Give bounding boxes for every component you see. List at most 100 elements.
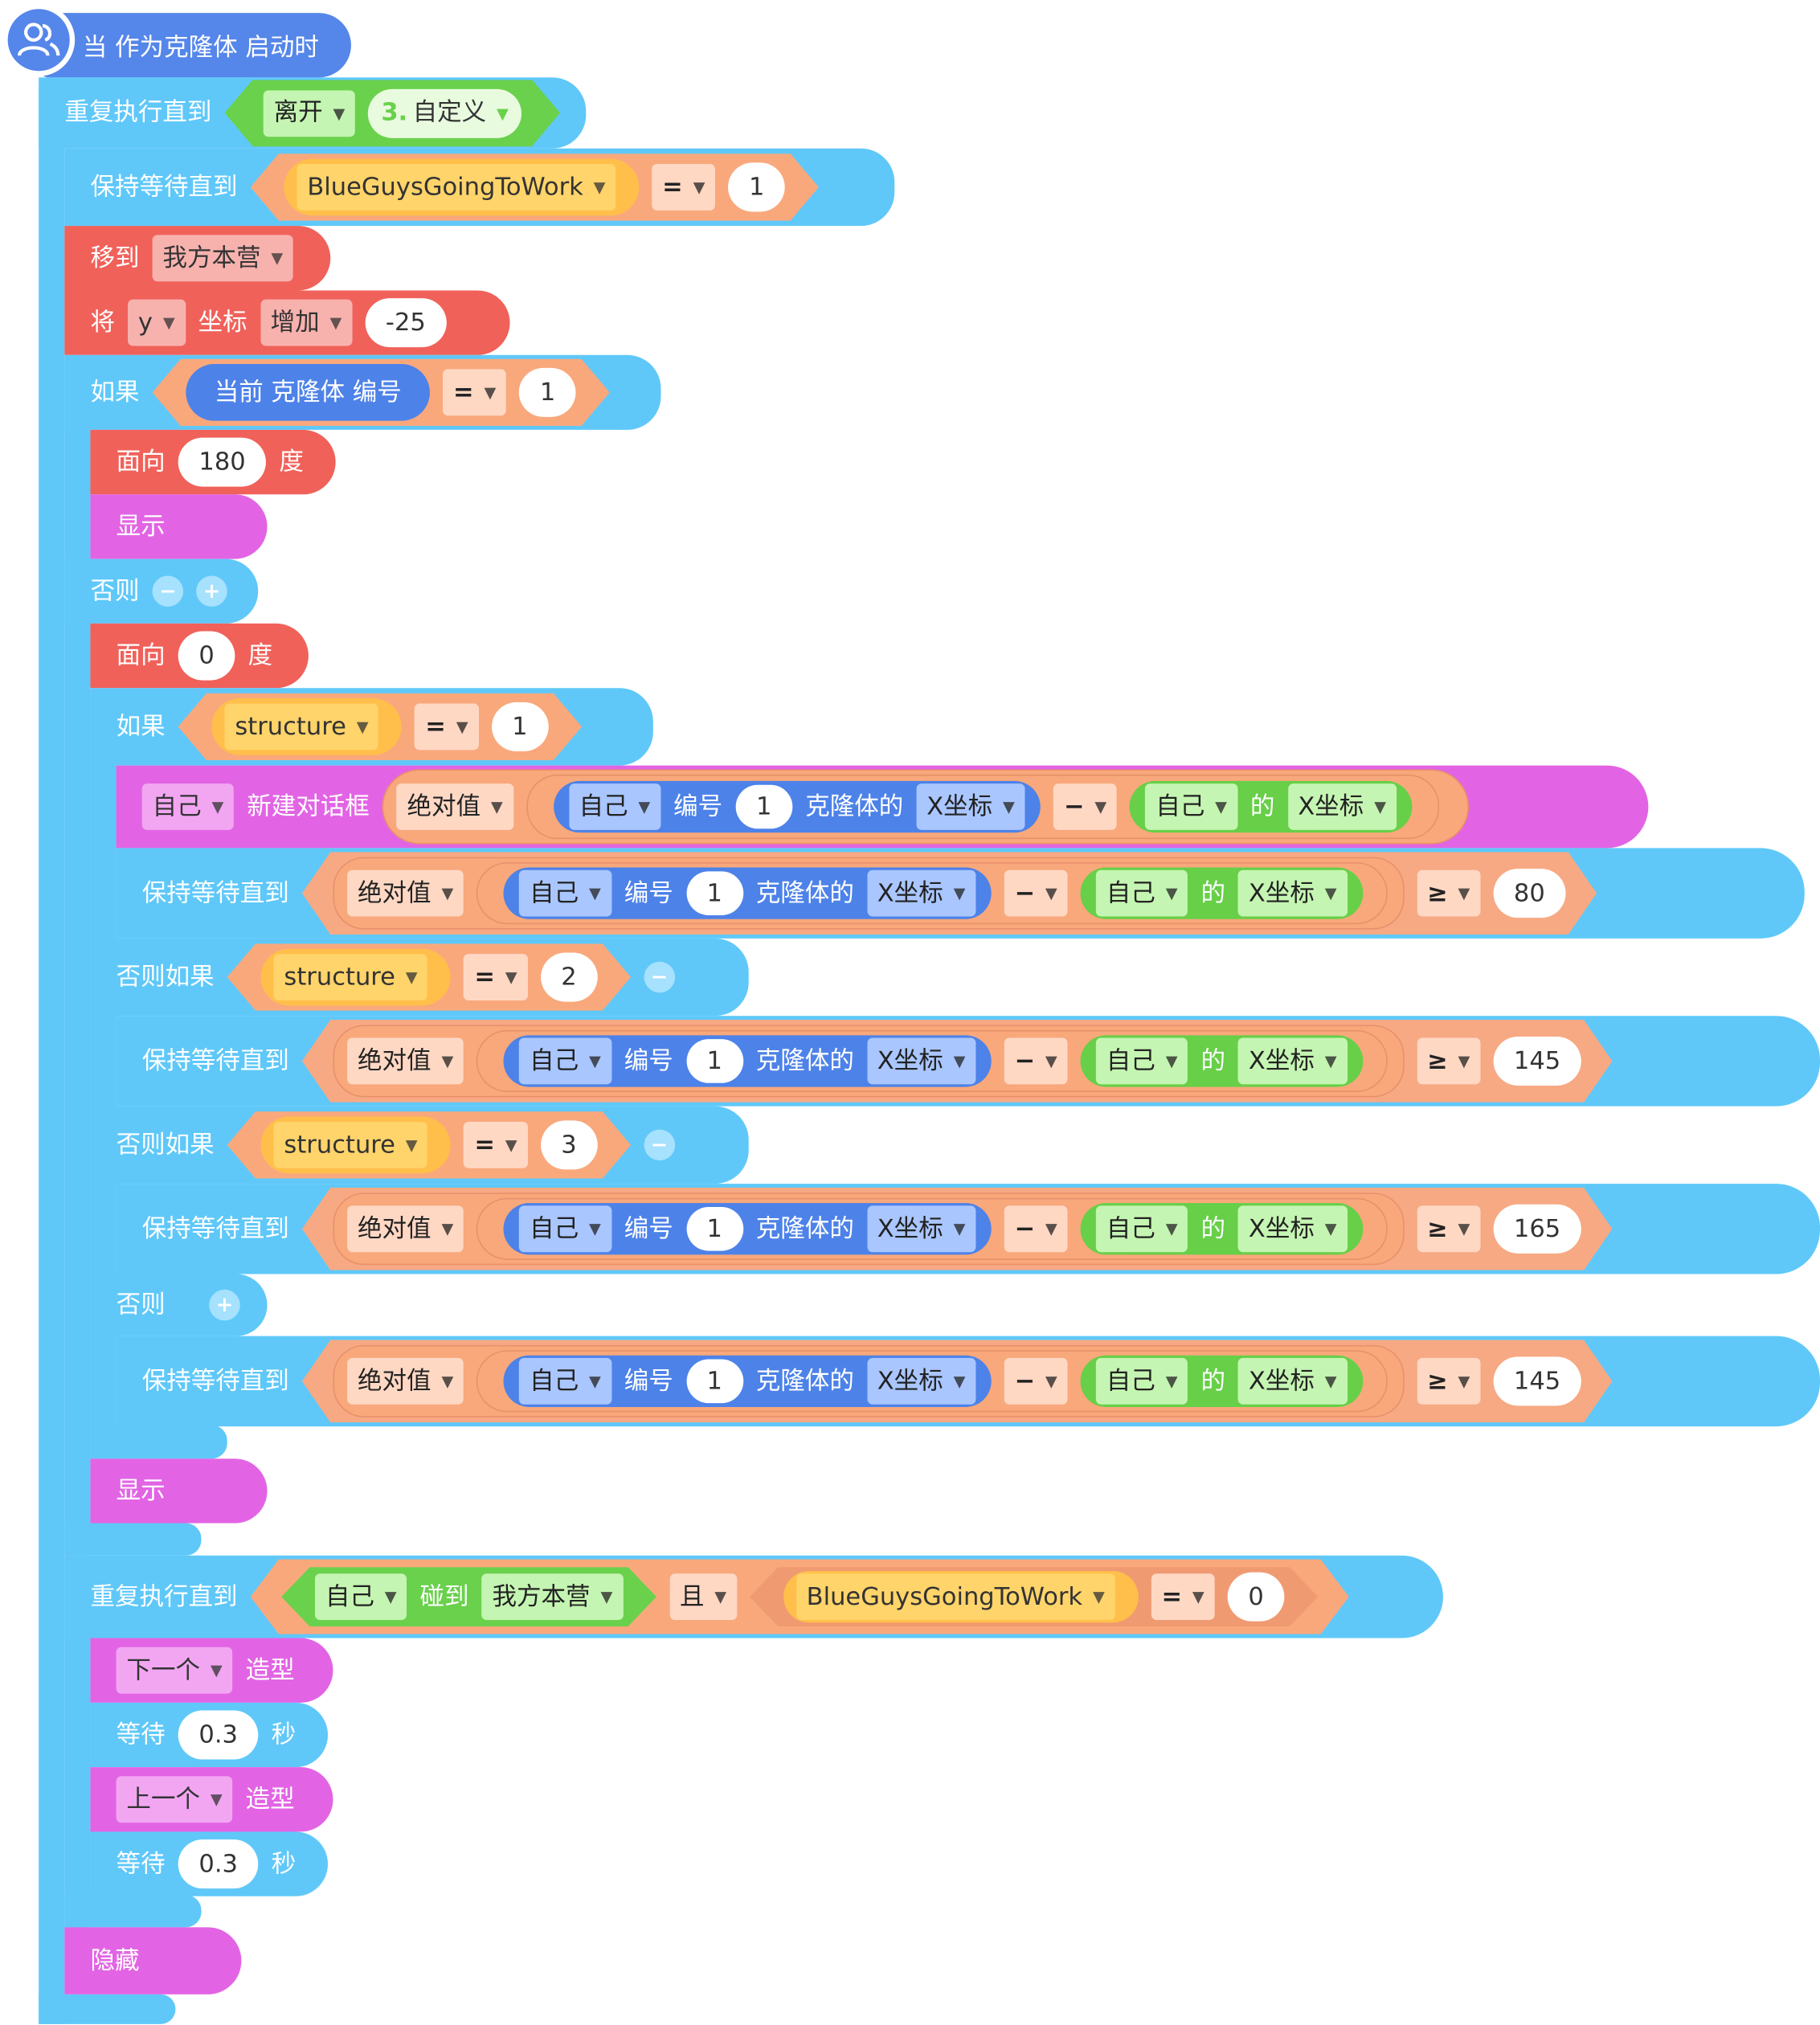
- else-if-row[interactable]: 否则如果 structure▼ =▼ 3 −: [90, 1106, 749, 1184]
- hide-block[interactable]: 隐藏: [64, 1927, 242, 1994]
- equals-condition[interactable]: structure▼ =▼ 2: [227, 943, 631, 1011]
- plus-circle-icon[interactable]: +: [209, 1289, 240, 1321]
- chevron-down-icon: ▼: [714, 1587, 727, 1606]
- chevron-down-icon: ▼: [1045, 1052, 1057, 1070]
- value-input[interactable]: -25: [365, 298, 447, 348]
- chevron-down-icon: ▼: [441, 1220, 454, 1238]
- mode-dropdown[interactable]: 增加▼: [260, 299, 353, 346]
- chevron-down-icon: ▼: [1165, 1052, 1178, 1070]
- wait-until-block[interactable]: 保持等待直到 BlueGuysGoingToWork▼ =▼ 1: [64, 148, 895, 227]
- minus-dropdown[interactable]: −▼: [1053, 783, 1118, 830]
- and-dropdown[interactable]: 且▼: [669, 1573, 737, 1620]
- chevron-down-icon: ▼: [1192, 1587, 1204, 1606]
- repeat-until-leave-block[interactable]: 重复执行直到 离开▼ 3. 自定义 ▼: [39, 77, 587, 149]
- chevron-down-icon: ▼: [953, 1372, 966, 1391]
- minus-circle-icon[interactable]: −: [644, 1129, 675, 1161]
- touching-condition[interactable]: 自己▼ 碰到 我方本营▼: [281, 1567, 656, 1626]
- self-property-reporter[interactable]: 自己▼ 的 X坐标▼: [1130, 780, 1413, 833]
- chevron-down-icon: ▼: [505, 968, 517, 987]
- else-if-row[interactable]: 否则如果 structure▼ =▼ 2 −: [90, 938, 749, 1017]
- threshold-input[interactable]: 165: [1493, 1205, 1581, 1254]
- chevron-down-icon: ▼: [1458, 1220, 1470, 1238]
- subtract-reporter[interactable]: 自己▼ 编号 1 克隆体的 X坐标▼ −▼ 自己▼ 的 X坐标▼: [476, 862, 1387, 924]
- change-coordinate-block[interactable]: 将 y▼ 坐标 增加▼ -25: [64, 290, 510, 355]
- leave-condition[interactable]: 离开▼ 3. 自定义 ▼: [225, 80, 561, 147]
- operator-dropdown[interactable]: =▼: [443, 369, 506, 415]
- chevron-down-icon: ▼: [384, 1587, 397, 1606]
- value-input[interactable]: 1: [491, 702, 548, 751]
- chevron-down-icon: ▼: [1374, 797, 1387, 816]
- equals-condition[interactable]: BlueGuysGoingToWork▼ =▼ 0: [750, 1567, 1318, 1626]
- previous-costume-block[interactable]: 上一个▼ 造型: [90, 1767, 333, 1832]
- and-condition[interactable]: 自己▼ 碰到 我方本营▼ 且▼ BlueGuysGoingToWork▼ =▼ …: [251, 1560, 1349, 1634]
- new-dialog-block[interactable]: 自己▼ 新建对话框 绝对值▼ 自己▼ 编号 1 克隆体的 X坐标▼ −▼ 自己▼…: [116, 765, 1649, 849]
- abs-reporter[interactable]: 绝对值▼ 自己▼ 编号 1 克隆体的 X坐标▼ −▼ 自己▼ 的 X坐标▼: [382, 769, 1469, 845]
- point-direction-block[interactable]: 面向 180 度: [90, 429, 336, 495]
- leave-dropdown[interactable]: 离开▼: [264, 90, 355, 137]
- costume-dropdown[interactable]: 下一个▼: [116, 1647, 233, 1694]
- threshold-input[interactable]: 80: [1493, 869, 1565, 918]
- direction-input[interactable]: 0: [178, 631, 235, 681]
- next-costume-block[interactable]: 下一个▼ 造型: [90, 1638, 333, 1703]
- operator-dropdown[interactable]: =▼: [415, 703, 478, 750]
- chevron-down-icon: ▼: [1165, 1220, 1178, 1238]
- gte-condition[interactable]: 绝对值▼ 自己▼ 编号 1 克隆体的 X坐标▼ −▼ 自己▼ 的: [302, 852, 1597, 935]
- chevron-down-icon: ▼: [333, 104, 346, 122]
- self-dropdown[interactable]: 自己▼: [141, 783, 235, 830]
- clone-start-hat-block[interactable]: 当 作为克隆体 启动时: [39, 13, 351, 78]
- clone-number-reporter[interactable]: 当前 克隆体 编号: [186, 364, 430, 421]
- if1-bottom-cap: [64, 1523, 202, 1556]
- repeat-until-label: 重复执行直到: [64, 98, 212, 127]
- chevron-down-icon: ▼: [1092, 1587, 1105, 1606]
- threshold-input[interactable]: 145: [1493, 1037, 1581, 1086]
- chevron-down-icon: ▼: [490, 797, 503, 816]
- value-input[interactable]: 1: [728, 162, 785, 211]
- chevron-down-icon: ▼: [953, 884, 966, 902]
- threshold-input[interactable]: 145: [1493, 1356, 1581, 1405]
- chevron-down-icon: ▼: [1215, 797, 1227, 816]
- wait-seconds-block[interactable]: 等待 0.3 秒: [90, 1702, 329, 1768]
- seconds-input[interactable]: 0.3: [178, 1839, 259, 1889]
- abs-reporter[interactable]: 绝对值▼ 自己▼ 编号 1 克隆体的 X坐标▼ −▼ 自己▼ 的: [333, 857, 1404, 930]
- chevron-down-icon: ▼: [271, 249, 284, 268]
- show-block[interactable]: 显示: [90, 1458, 268, 1524]
- clone-people-icon: [2, 3, 76, 76]
- wait-until-distance-block[interactable]: 保持等待直到 绝对值▼ 自己▼ 编号 1 克隆体的 X坐标▼ −▼: [116, 1336, 1820, 1427]
- axis-dropdown[interactable]: y▼: [128, 299, 186, 346]
- minus-circle-icon[interactable]: −: [644, 961, 675, 993]
- equals-condition[interactable]: structure▼ =▼ 1: [178, 693, 582, 761]
- chevron-down-icon: ▼: [1165, 1372, 1178, 1391]
- value-input[interactable]: 1: [519, 368, 576, 417]
- show-block[interactable]: 显示: [90, 494, 268, 559]
- repeat-until-touch-block[interactable]: 重复执行直到 自己▼ 碰到 我方本营▼ 且▼ BlueGuysGoingToWo…: [64, 1555, 1443, 1638]
- if-block[interactable]: 如果 当前 克隆体 编号 =▼ 1: [64, 354, 661, 430]
- chevron-down-icon: ▼: [693, 178, 706, 197]
- direction-input[interactable]: 180: [178, 437, 267, 487]
- chevron-down-icon: ▼: [1324, 1052, 1337, 1070]
- plus-circle-icon[interactable]: +: [196, 575, 227, 608]
- point-direction-block[interactable]: 面向 0 度: [90, 623, 309, 689]
- operator-dropdown[interactable]: =▼: [652, 164, 715, 211]
- chevron-down-icon: ▼: [210, 1790, 223, 1809]
- equals-condition[interactable]: BlueGuysGoingToWork▼ =▼ 1: [251, 153, 819, 221]
- target-dropdown[interactable]: 我方本营▼: [152, 235, 294, 282]
- if-structure-block[interactable]: 如果 structure▼ =▼ 1: [90, 688, 653, 766]
- wait-until-distance-block[interactable]: 保持等待直到 绝对值▼ 自己▼ 编号 1 克隆体的 X坐标▼ −▼: [116, 1016, 1820, 1107]
- chevron-down-icon: ▼: [497, 104, 509, 122]
- wait-until-distance-block[interactable]: 保持等待直到 绝对值▼ 自己▼ 编号 1 克隆体的 X坐标▼ −▼: [116, 1184, 1820, 1274]
- minus-circle-icon[interactable]: −: [152, 575, 184, 608]
- seconds-input[interactable]: 0.3: [178, 1710, 259, 1760]
- equals-condition[interactable]: 当前 克隆体 编号 =▼ 1: [153, 359, 610, 427]
- subtract-reporter[interactable]: 自己▼ 编号 1 克隆体的 X坐标▼ −▼ 自己▼ 的 X坐标▼: [526, 774, 1439, 840]
- custom-dropdown[interactable]: 3. 自定义 ▼: [368, 88, 521, 137]
- costume-dropdown[interactable]: 上一个▼: [116, 1776, 233, 1823]
- clone-property-reporter[interactable]: 自己▼ 编号 1 克隆体的 X坐标▼: [553, 780, 1041, 833]
- variable-reporter[interactable]: structure▼: [211, 698, 402, 755]
- wait-until-distance-block[interactable]: 保持等待直到 绝对值▼ 自己▼ 编号 1 克隆体的 X坐标▼ −▼: [116, 848, 1805, 939]
- variable-reporter[interactable]: BlueGuysGoingToWork▼: [284, 159, 639, 216]
- wait-seconds-block[interactable]: 等待 0.3 秒: [90, 1831, 329, 1896]
- gte-dropdown[interactable]: ≥▼: [1417, 870, 1480, 917]
- chevron-down-icon: ▼: [1458, 884, 1470, 902]
- go-to-block[interactable]: 移到 我方本营▼: [64, 226, 331, 291]
